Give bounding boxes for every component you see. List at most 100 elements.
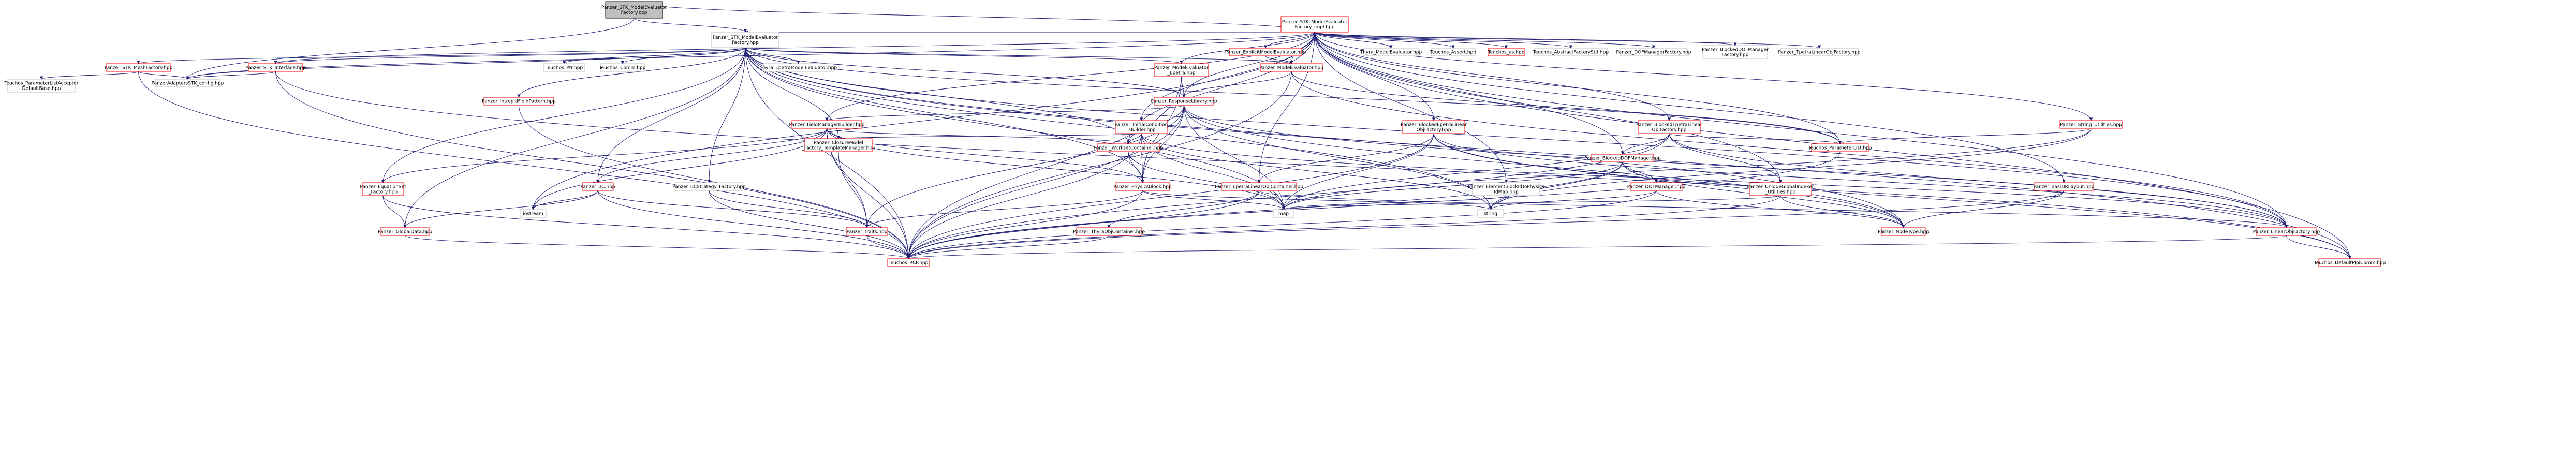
node-label: Panzer_BasisIRLayout.hpp	[2034, 185, 2095, 190]
dependency-edge	[866, 235, 910, 259]
dependency-edge	[1265, 55, 1293, 64]
dependency-edge	[597, 190, 869, 228]
graph-node-sutil[interactable]: Panzer_String_Utilities.hpp	[2059, 120, 2123, 129]
node-label: Thyra_EpetraModelEvaluator.hpp	[759, 66, 837, 71]
graph-node-dofm[interactable]: Panzer_DOFManager.hpp	[1627, 182, 1686, 191]
dependency-edge	[907, 195, 1781, 259]
dependency-edge	[1182, 71, 1292, 98]
node-label: Panzer_EquationSet	[360, 185, 406, 190]
dependency-edge	[381, 47, 746, 183]
node-label: Panzer_PhysicsBlock.hpp	[1113, 185, 1172, 190]
node-box	[1229, 48, 1302, 56]
graph-node-iostream: iostream	[520, 209, 547, 218]
graph-node-thyra_me: Thyra_ModelEvaluator.hpp	[1360, 48, 1422, 56]
dependency-edge	[1314, 32, 1671, 121]
node-label: Teuchos_Ptr.hpp	[545, 66, 583, 71]
graph-node-pblock[interactable]: Panzer_PhysicsBlock.hpp	[1113, 182, 1172, 191]
node-label: Panzer_BlockedTpetraLinear	[1636, 123, 1702, 128]
dependency-edge	[1257, 133, 1434, 183]
graph-node-bdofm[interactable]: Panzer_BlockedDOFManager.hpp	[1584, 154, 1661, 162]
node-label: Panzer_Traits.hpp	[847, 230, 888, 235]
dependency-edge	[907, 190, 2064, 259]
dependency-edge	[1128, 151, 1286, 210]
dependency-edge	[1259, 190, 2288, 228]
dependency-edge	[382, 195, 910, 259]
dependency-edge	[1314, 32, 1572, 49]
graph-node-traits[interactable]: Panzer_Traits.hpp	[846, 227, 888, 236]
node-box	[155, 79, 220, 87]
node-box	[675, 182, 743, 191]
dependency-edge	[1489, 161, 1623, 210]
graph-node-stki[interactable]: Panzer_STK_Interface.hpp	[245, 63, 306, 72]
graph-node-impl[interactable]: Panzer_STK_ModelEvaluatorFactory_impl.hp…	[1280, 16, 1349, 33]
dependency-edge	[186, 47, 746, 80]
dependency-edge	[1282, 161, 1623, 210]
dependency-edge	[274, 32, 1315, 64]
graph-node-cmftm[interactable]: Panzer_ClosureModel_Factory_TemplateMana…	[801, 138, 875, 152]
dependency-edge	[709, 190, 869, 228]
dependency-edge	[1489, 190, 1657, 210]
dependency-edge	[138, 71, 189, 80]
dependency-edge	[1184, 105, 1286, 210]
node-label: Teuchos_as.hpp	[1488, 50, 1525, 55]
graph-node-gdata[interactable]: Panzer_GlobalData.hpp	[378, 227, 432, 236]
graph-node-as[interactable]: Teuchos_as.hpp	[1488, 48, 1525, 56]
node-box	[1431, 48, 1476, 56]
dependency-edge	[1314, 32, 1737, 46]
graph-node-plist[interactable]: Teuchos_ParameterList.hpp	[1807, 143, 1872, 152]
node-label: Panzer_ExplicitModelEvaluator.hpp	[1225, 50, 1306, 55]
graph-node-wsc[interactable]: Panzer_WorksetContainer.hpp	[1094, 143, 1164, 152]
dependency-edge	[1282, 133, 1434, 210]
node-box	[248, 63, 303, 72]
graph-node-dmc[interactable]: Teuchos_DefaultMpiComm.hpp	[2314, 258, 2386, 267]
node-label: Panzer_ResponseLibrary.hpp	[1151, 99, 1217, 105]
node-label: Panzer_ThyraObjContainer.hpp	[1073, 230, 1145, 235]
dependency-edge	[906, 235, 1109, 259]
dependency-edge	[137, 47, 746, 64]
dependency-edge	[1902, 190, 2064, 228]
graph-node-expl[interactable]: Panzer_ExplicitModelEvaluator.hpp	[1225, 48, 1306, 56]
node-label: Panzer_STK_ModelEvaluator	[1282, 20, 1348, 25]
graph-node-mee[interactable]: Panzer_ModelEvaluator_Epetra.hpp	[1154, 63, 1209, 77]
dependency-edge	[381, 128, 827, 183]
node-label: map	[1278, 212, 1289, 217]
graph-node-ntype[interactable]: Panzer_NodeType.hpp	[1878, 227, 1929, 236]
graph-node-fmb[interactable]: Panzer_FieldManagerBuilder.hpp	[789, 120, 865, 129]
dependency-edge	[745, 47, 1293, 64]
graph-node-rlib[interactable]: Panzer_ResponseLibrary.hpp	[1151, 97, 1217, 106]
graph-node-me[interactable]: Panzer_ModelEvaluator.hpp	[1259, 63, 1323, 72]
graph-node-bil[interactable]: Panzer_BasisIRLayout.hpp	[2034, 182, 2095, 191]
graph-node-icb[interactable]: Panzer_InitialCondition_Builder.hpp	[1115, 120, 1168, 134]
graph-node-eloc[interactable]: Panzer_EpetraLinearObjContainer.hpp	[1215, 182, 1303, 191]
graph-node-assert: Teuchos_Assert.hpp	[1430, 48, 1476, 56]
node-box	[1154, 63, 1209, 77]
dependency-edge	[1433, 133, 2288, 228]
graph-node-rcp[interactable]: Teuchos_RCP.hpp	[887, 258, 930, 267]
dependency-edge	[1139, 32, 1315, 121]
node-label: string	[1484, 212, 1497, 217]
node-label: Teuchos_ParameterListAcceptor	[4, 81, 79, 86]
graph-node-esf[interactable]: Panzer_EquationSet_Factory.hpp	[360, 182, 406, 196]
node-box	[7, 79, 76, 93]
graph-node-bc[interactable]: Panzer_BC.hpp	[581, 182, 615, 191]
graph-node-lof[interactable]: Panzer_LinearObjFactory.hpp	[2253, 227, 2320, 236]
graph-node-meshfac[interactable]: Panzer_STK_MeshFactory.hpp	[105, 63, 173, 72]
graph-node-ugiu[interactable]: Panzer_UniqueGlobalIndexer_Utilities.hpp	[1747, 182, 1814, 196]
node-label: Factory.hpp	[1722, 53, 1749, 58]
dependency-edge	[838, 151, 869, 228]
dependency-edge	[1141, 105, 1184, 183]
node-label: Teuchos_RCP.hpp	[888, 261, 929, 266]
dependency-edge	[1669, 133, 1842, 144]
graph-node-bcsf: Panzer_BCStrategy_Factory.hpp	[672, 182, 746, 191]
graph-node-map: map	[1273, 209, 1294, 218]
graph-node-toc[interactable]: Panzer_ThyraObjContainer.hpp	[1073, 227, 1145, 236]
dependency-edge	[1314, 32, 1842, 144]
node-box	[1811, 143, 1869, 152]
dependency-edge	[1314, 32, 1625, 155]
dependency-edge	[186, 71, 276, 80]
graph-node-ifp[interactable]: Panzer_IntrepidFieldPattern.hpp	[482, 97, 556, 106]
graph-node-dofmf: Panzer_DOFManagerFactory.hpp	[1616, 48, 1691, 56]
dependency-edge	[745, 47, 2352, 259]
